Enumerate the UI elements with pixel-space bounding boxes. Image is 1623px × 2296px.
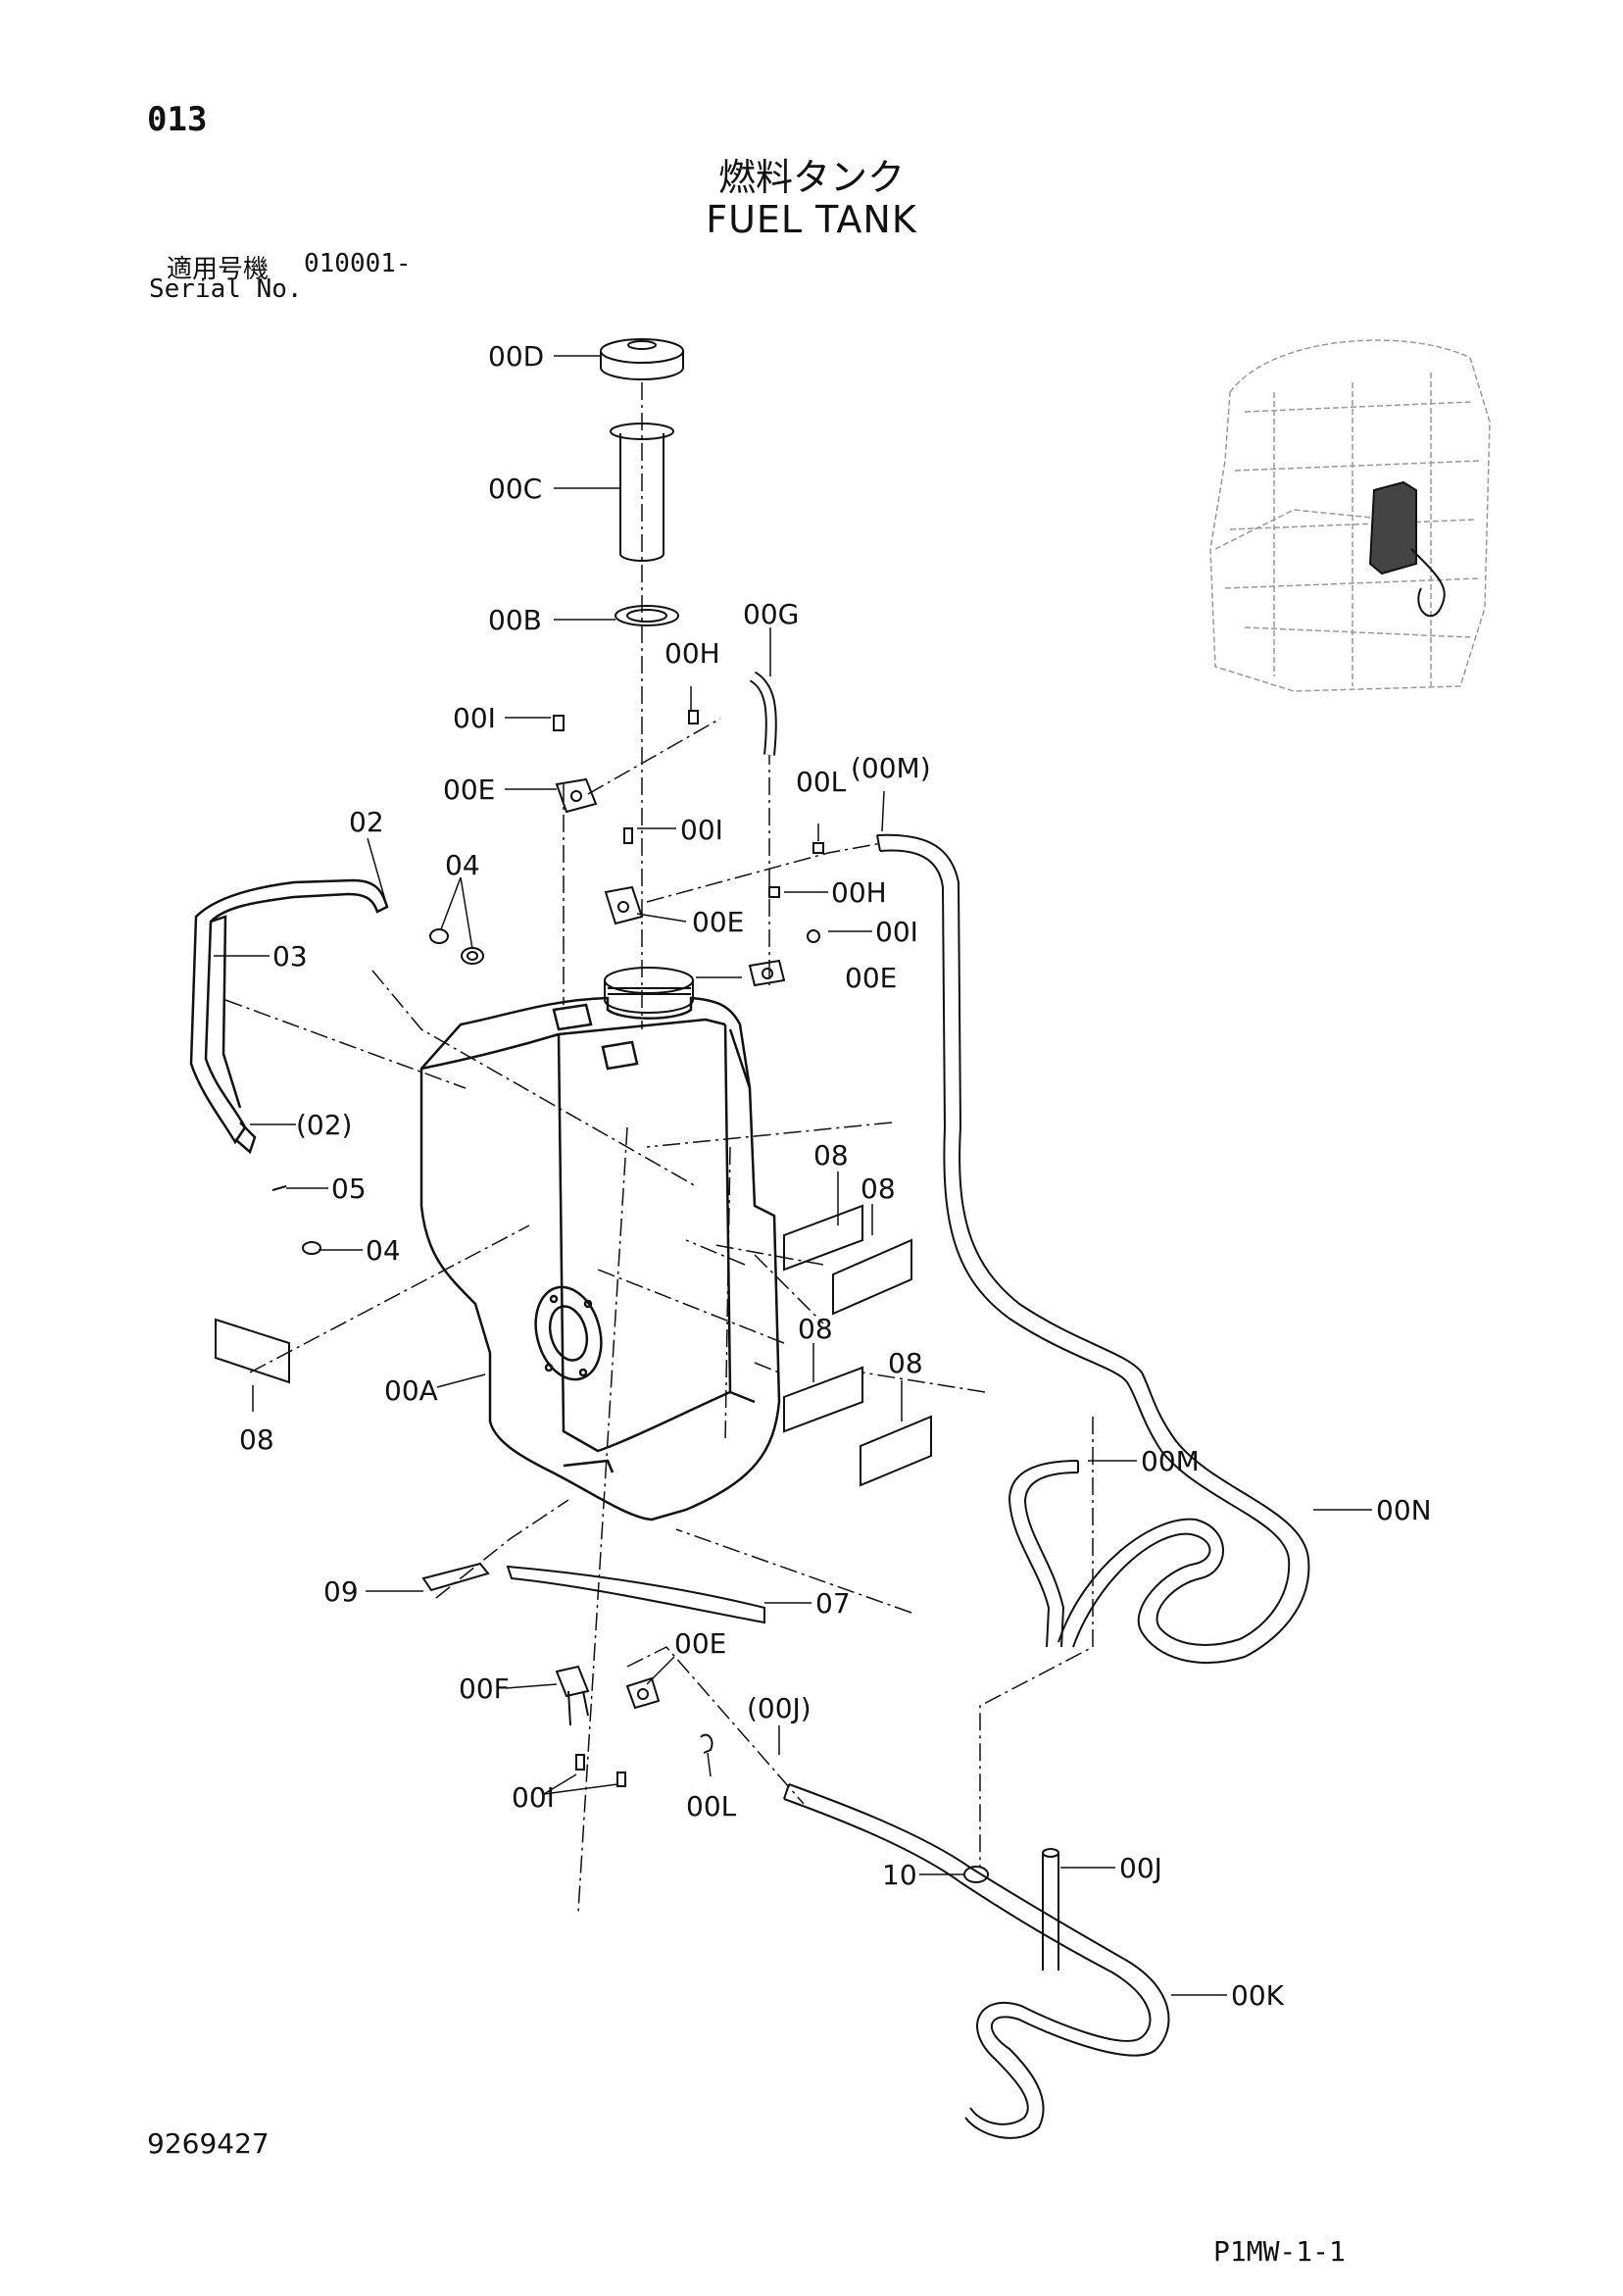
callout-00A: 00A [384, 1374, 438, 1407]
callout-07: 07 [815, 1587, 851, 1620]
machine-overview-thumbnail [1209, 339, 1491, 692]
fuel-tank-00A [419, 996, 781, 1522]
callout-00C: 00C [488, 473, 542, 505]
callout-00H: 00H [831, 876, 887, 909]
callout-08: 08 [798, 1313, 833, 1345]
pad-09 [421, 1562, 490, 1592]
clamp-00L-lower [700, 1733, 713, 1754]
callout-labels: 00D 00C 00B 00G 00H 00I 00E 00L (00M) 02… [239, 340, 1432, 2012]
callout-09: 09 [323, 1575, 359, 1608]
washer-05 [271, 1185, 287, 1191]
fitting-00E-lower [625, 1676, 661, 1710]
hose-00N [876, 833, 1310, 1664]
strap-07 [506, 1565, 765, 1624]
callout-04: 04 [445, 849, 480, 881]
callout-00N: 00N [1376, 1494, 1432, 1526]
callout-00I: 00I [512, 1781, 555, 1814]
callout-02-ref: (02) [296, 1109, 352, 1141]
bolts-00I-lower [575, 1754, 626, 1787]
title-english: FUEL TANK [706, 198, 917, 241]
callout-10: 10 [882, 1859, 917, 1891]
hose-00M [1008, 1460, 1079, 1648]
hose-00J [1042, 1848, 1059, 1971]
fitting-00E-right [748, 959, 786, 987]
callout-08: 08 [861, 1173, 896, 1205]
leader-lines [214, 355, 1372, 1996]
callout-08: 08 [813, 1139, 849, 1172]
callout-03: 03 [272, 940, 308, 973]
serial-label-japanese: 適用号機 [167, 255, 270, 284]
callout-08: 08 [239, 1423, 274, 1456]
fitting-00E-mid [604, 885, 644, 925]
callout-00K: 00K [1231, 1979, 1285, 2012]
title-japanese: 燃料タンク [717, 156, 905, 199]
serial-value: 010001- [304, 249, 412, 278]
callout-00I: 00I [875, 916, 918, 948]
document-number: 9269427 [147, 2127, 270, 2160]
callout-00E: 00E [443, 774, 495, 806]
hose-00K [783, 1783, 1170, 2139]
label-plates-08 [215, 1204, 932, 1487]
bracket-02-03 [189, 878, 389, 1155]
page-code: P1MW-1-1 [1213, 2235, 1346, 2268]
callout-00I: 00I [680, 814, 723, 846]
callout-00J-ref: (00J) [747, 1692, 812, 1724]
callout-00D: 00D [488, 340, 544, 373]
callout-00M: 00M [1141, 1445, 1200, 1477]
fitting-00E-top [555, 777, 598, 814]
hose-00G [749, 671, 777, 756]
highlighted-tank-thumbnail [1368, 480, 1446, 618]
callout-02: 02 [349, 806, 384, 838]
callout-00E: 00E [845, 962, 897, 994]
gasket-00B [615, 605, 679, 626]
small-bolts [553, 710, 824, 943]
callout-00G: 00G [743, 598, 799, 630]
callout-00L: 00L [686, 1790, 737, 1822]
nuts-04 [302, 928, 484, 1255]
filler-neck [604, 967, 694, 1014]
callout-00J: 00J [1119, 1852, 1162, 1884]
callout-00H: 00H [664, 637, 720, 670]
callout-00M-ref: (00M) [851, 752, 931, 784]
cap-00D [600, 338, 684, 380]
callout-05: 05 [331, 1173, 367, 1205]
callout-00L: 00L [796, 766, 847, 798]
strainer-00C [610, 423, 674, 562]
callout-00E: 00E [674, 1627, 726, 1660]
fitting-00F [555, 1665, 590, 1726]
assembly-lines [224, 382, 1094, 1913]
callout-04: 04 [366, 1234, 401, 1267]
clamp-10 [963, 1866, 989, 1883]
serial-label-english: Serial No. [149, 275, 303, 304]
callout-00I: 00I [453, 702, 496, 734]
page-number: 013 [147, 100, 208, 139]
callout-00B: 00B [488, 604, 542, 636]
callout-08: 08 [888, 1347, 923, 1379]
callout-00F: 00F [459, 1672, 510, 1705]
callout-00E: 00E [692, 906, 744, 938]
